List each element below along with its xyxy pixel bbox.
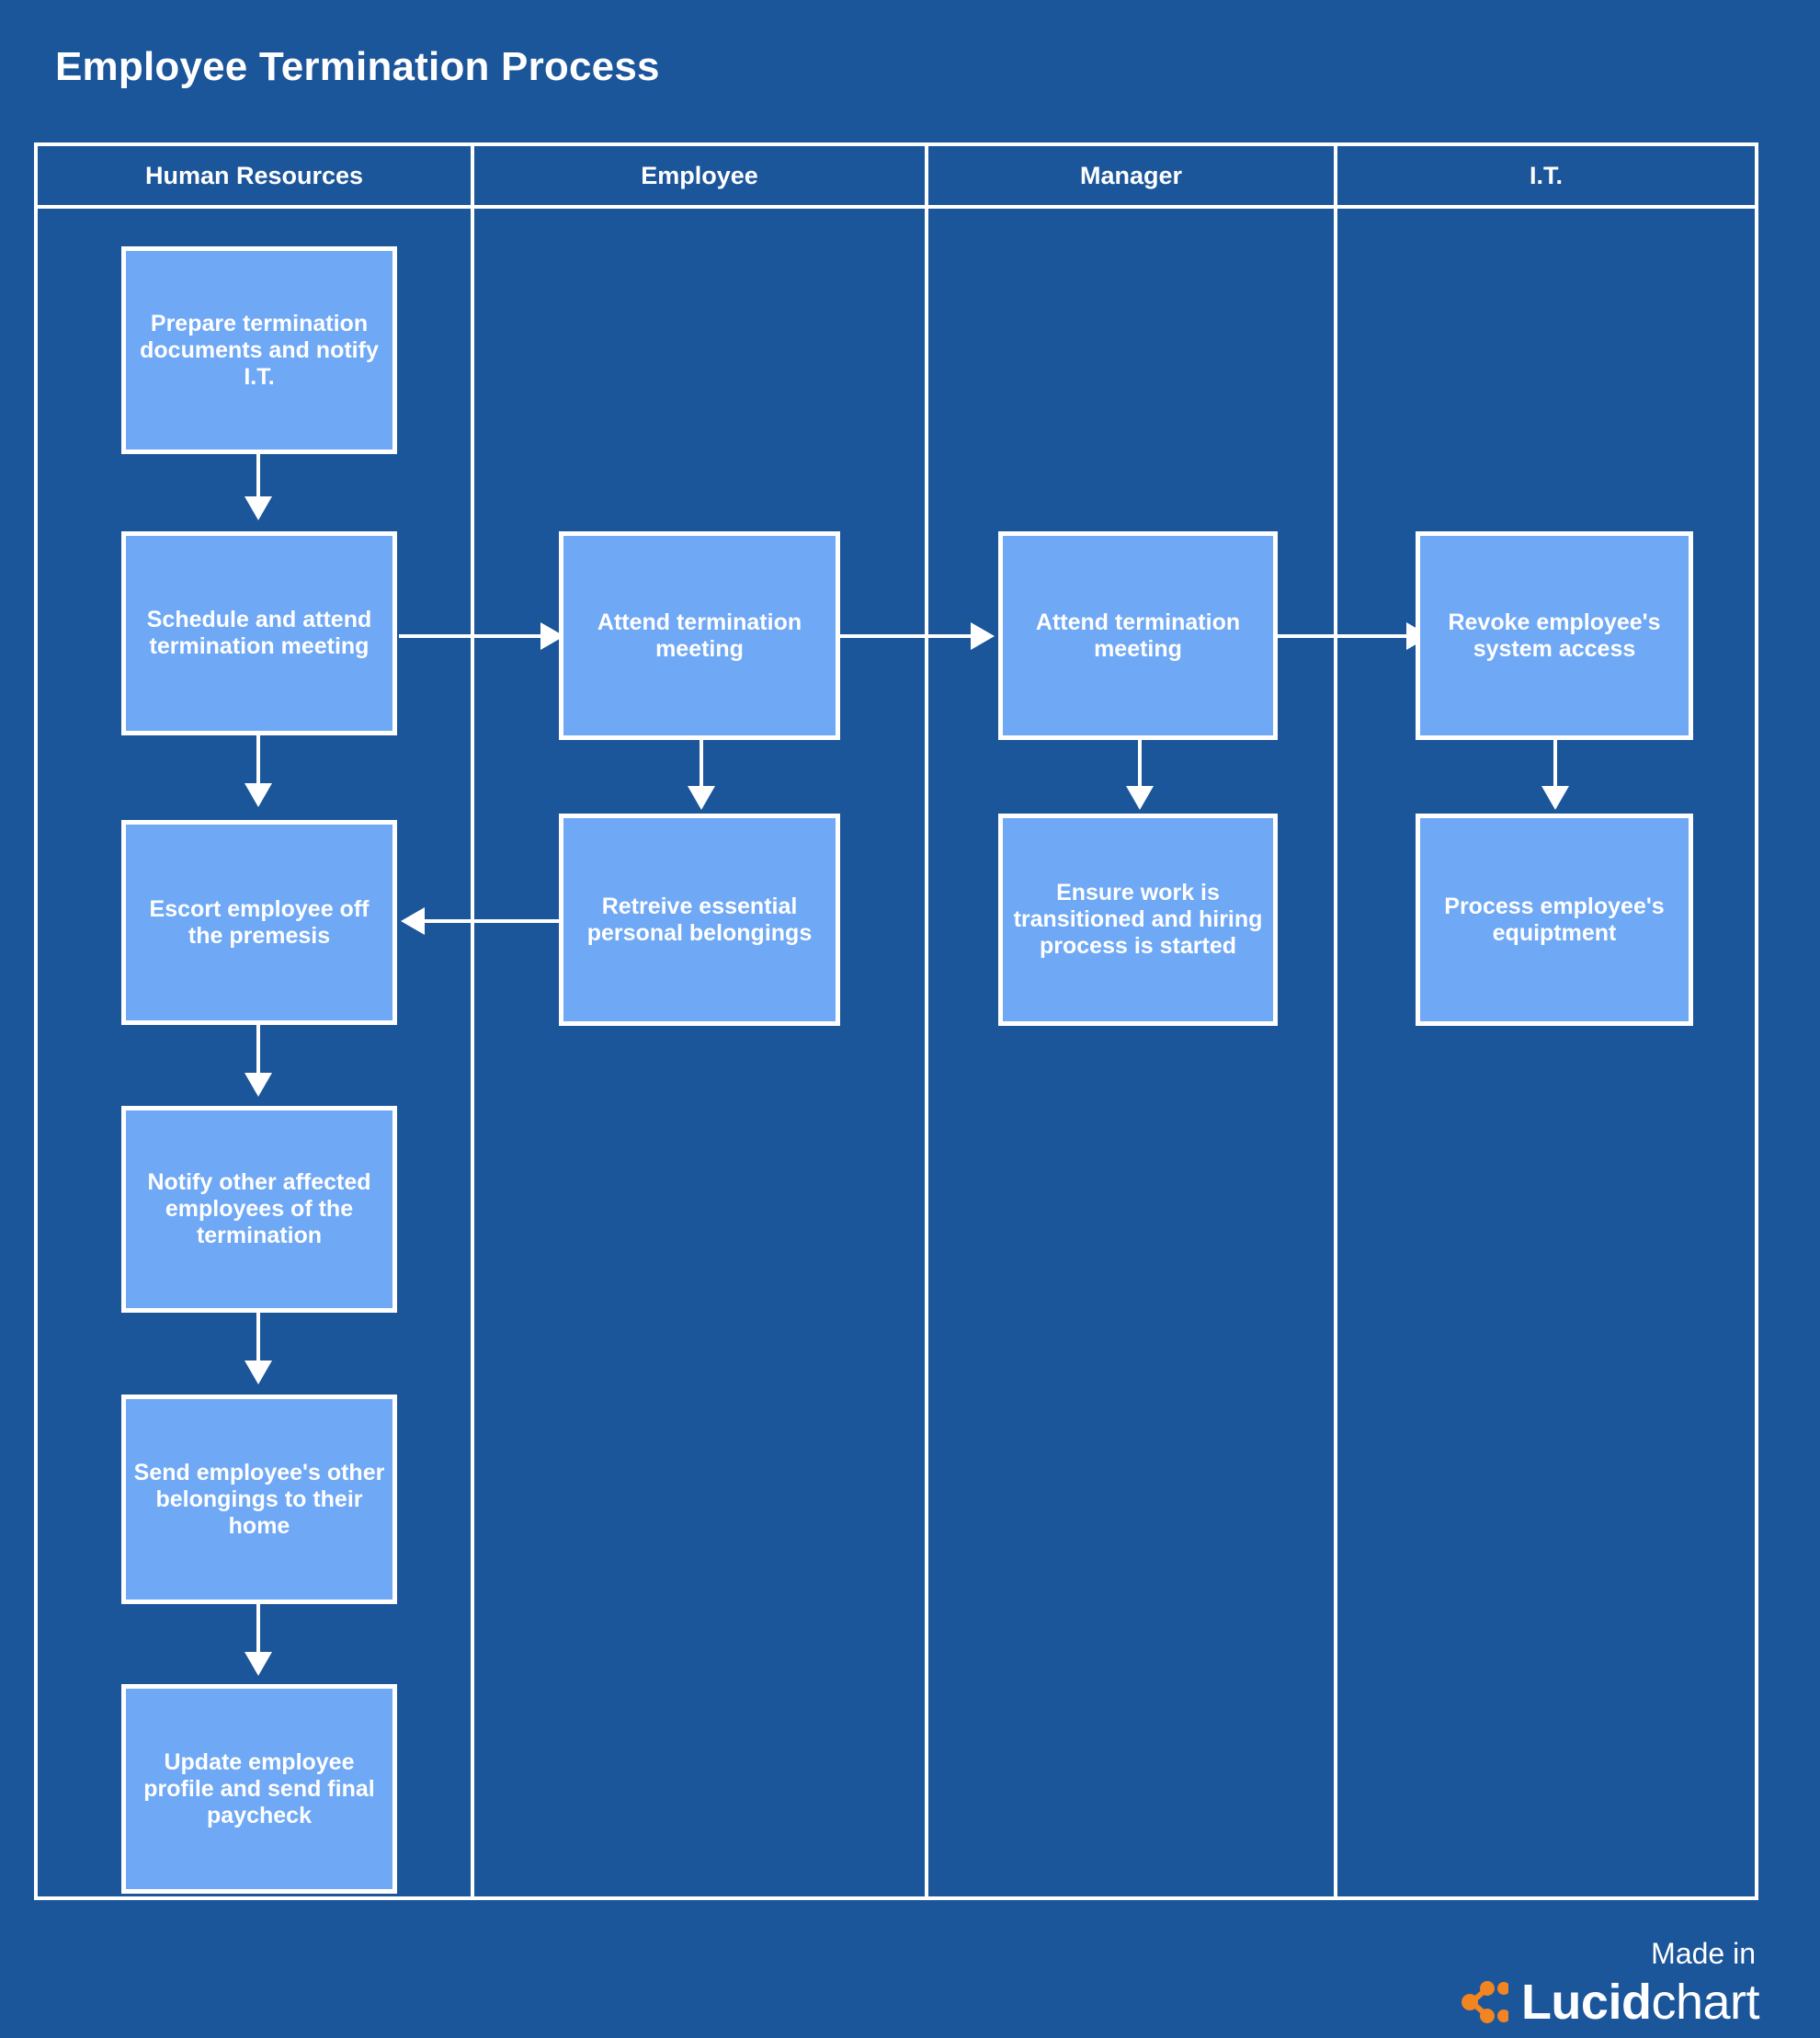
arrowhead-hr2-hr3	[245, 783, 272, 807]
lane-header-human-resources[interactable]: Human Resources	[144, 161, 364, 189]
made-in-label: Made in	[1651, 1937, 1756, 1970]
brand-name-bold: Lucid	[1520, 1975, 1652, 2030]
process-node-label: Retreive essential personal belongings	[586, 893, 813, 946]
arrowhead-mgr1-mgr2	[1126, 786, 1154, 810]
connector-emp2-hr3	[425, 919, 559, 923]
process-node-label: Escort employee off the premesis	[149, 895, 370, 949]
arrowhead-it1-it2	[1541, 786, 1569, 810]
process-node-manager-attend-termination-meeting[interactable]: Attend termination meeting	[998, 531, 1278, 740]
process-node-notify-other-affected-employees[interactable]: Notify other affected employees of the t…	[121, 1106, 397, 1313]
process-node-retreive-essential-personal-belongings[interactable]: Retreive essential personal belongings	[559, 814, 840, 1026]
process-node-label: Ensure work is transitioned and hiring p…	[1013, 880, 1263, 959]
process-node-label: Prepare termination documents and notify…	[140, 310, 379, 390]
process-node-label: Process employee's equiptment	[1444, 893, 1665, 946]
process-node-escort-employee-off-premesis[interactable]: Escort employee off the premesis	[121, 820, 397, 1025]
process-node-send-other-belongings-home[interactable]: Send employee's other belongings to thei…	[121, 1395, 397, 1604]
connector-emp1-mgr1	[840, 634, 984, 638]
arrowhead-hr3-hr4	[245, 1073, 272, 1097]
process-node-label: Attend termination meeting	[597, 609, 802, 662]
connector-mgr1-mgr2	[1138, 740, 1142, 793]
arrowhead-hr1-hr2	[245, 496, 272, 520]
lane-body-row	[38, 209, 1755, 1896]
arrowhead-emp1-mgr1	[971, 622, 995, 650]
process-node-employee-attend-termination-meeting[interactable]: Attend termination meeting	[559, 531, 840, 740]
lane-header-it[interactable]: I.T.	[1334, 146, 1755, 205]
arrowhead-emp1-emp2	[688, 786, 715, 810]
process-node-label: Update employee profile and send final p…	[143, 1748, 375, 1828]
connector-emp1-emp2	[700, 740, 703, 793]
lane-body-employee	[471, 209, 925, 1896]
lane-header-row: Human Resources Employee Manager I.T.	[38, 146, 1755, 209]
lucidchart-attribution: Made in Lucidchart	[1457, 1939, 1759, 2027]
connector-hr5-hr6	[256, 1604, 260, 1659]
brand-name-light: chart	[1651, 1975, 1759, 2030]
connector-it1-it2	[1553, 740, 1557, 793]
process-node-prepare-termination-documents[interactable]: Prepare termination documents and notify…	[121, 246, 397, 454]
lane-body-manager	[925, 209, 1334, 1896]
connector-hr4-hr5	[256, 1313, 260, 1368]
process-node-update-profile-final-paycheck[interactable]: Update employee profile and send final p…	[121, 1684, 397, 1894]
lane-body-it	[1334, 209, 1755, 1896]
process-node-schedule-termination-meeting[interactable]: Schedule and attend termination meeting	[121, 531, 397, 735]
lane-header-manager[interactable]: Manager	[925, 146, 1334, 205]
connector-hr1-hr2	[256, 454, 260, 506]
page-title: Employee Termination Process	[55, 44, 660, 89]
lane-body-human-resources	[38, 209, 471, 1896]
process-node-ensure-work-transitioned[interactable]: Ensure work is transitioned and hiring p…	[998, 814, 1278, 1026]
connector-hr2-emp1	[399, 634, 557, 638]
process-node-label: Notify other affected employees of the t…	[147, 1169, 371, 1248]
lane-header-employee[interactable]: Employee	[471, 146, 925, 205]
process-node-label: Schedule and attend termination meeting	[146, 607, 372, 659]
process-node-label: Send employee's other belongings to thei…	[133, 1459, 385, 1539]
process-node-label: Revoke employee's system access	[1448, 609, 1661, 662]
connector-mgr1-it1	[1278, 634, 1419, 638]
arrowhead-hr5-hr6	[245, 1652, 272, 1676]
process-node-label: Attend termination meeting	[1035, 609, 1241, 662]
process-node-revoke-system-access[interactable]: Revoke employee's system access	[1416, 531, 1693, 740]
connector-hr3-hr4	[256, 1025, 260, 1080]
lucidchart-logo[interactable]: Lucidchart	[1457, 1977, 1759, 2027]
process-node-process-employee-equiptment[interactable]: Process employee's equiptment	[1416, 814, 1693, 1026]
arrowhead-hr4-hr5	[245, 1361, 272, 1384]
swimlane-diagram: Human Resources Employee Manager I.T.	[34, 142, 1758, 1900]
arrowhead-emp2-hr3	[401, 907, 425, 935]
lucidchart-node-graph-icon	[1461, 1981, 1508, 2023]
connector-hr2-hr3	[256, 735, 260, 791]
